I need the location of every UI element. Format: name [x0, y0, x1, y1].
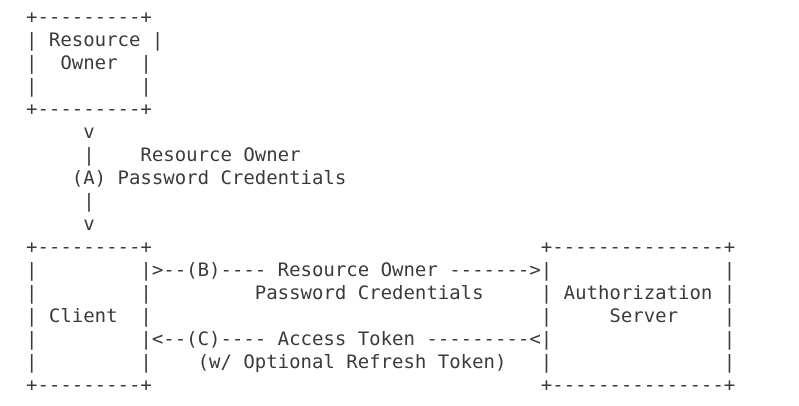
- client-and-server-box-bottom: +---------+ +---------------+: [26, 374, 736, 396]
- arrow-a-top: v: [26, 121, 95, 143]
- resource-owner-box-bottom: +---------+: [26, 98, 152, 120]
- arrow-a-shaft: |: [26, 190, 95, 212]
- step-b-arrow: | |>--(B)---- Resource Owner ------->| |: [26, 259, 736, 281]
- resource-owner-box-label-1: | Resource |: [26, 29, 164, 51]
- client-and-server-box-top: +---------+ +---------------+: [26, 236, 736, 258]
- step-c-label: | | (w/ Optional Refresh Token) | |: [26, 351, 736, 373]
- arrow-a-head: v: [26, 213, 95, 235]
- step-c-arrow: | |<--(C)---- Access Token ---------<| |: [26, 328, 736, 350]
- client-and-server-labels: | Client | | Server |: [26, 305, 736, 327]
- step-a-label-2: (A) Password Credentials: [26, 167, 347, 189]
- step-b-label: | | Password Credentials | Authorization…: [26, 282, 736, 304]
- resource-owner-box-top: +---------+: [26, 6, 152, 28]
- resource-owner-box-blank: | |: [26, 75, 152, 97]
- resource-owner-box-label-2: | Owner |: [26, 52, 152, 74]
- step-a-label-1: | Resource Owner: [26, 144, 301, 166]
